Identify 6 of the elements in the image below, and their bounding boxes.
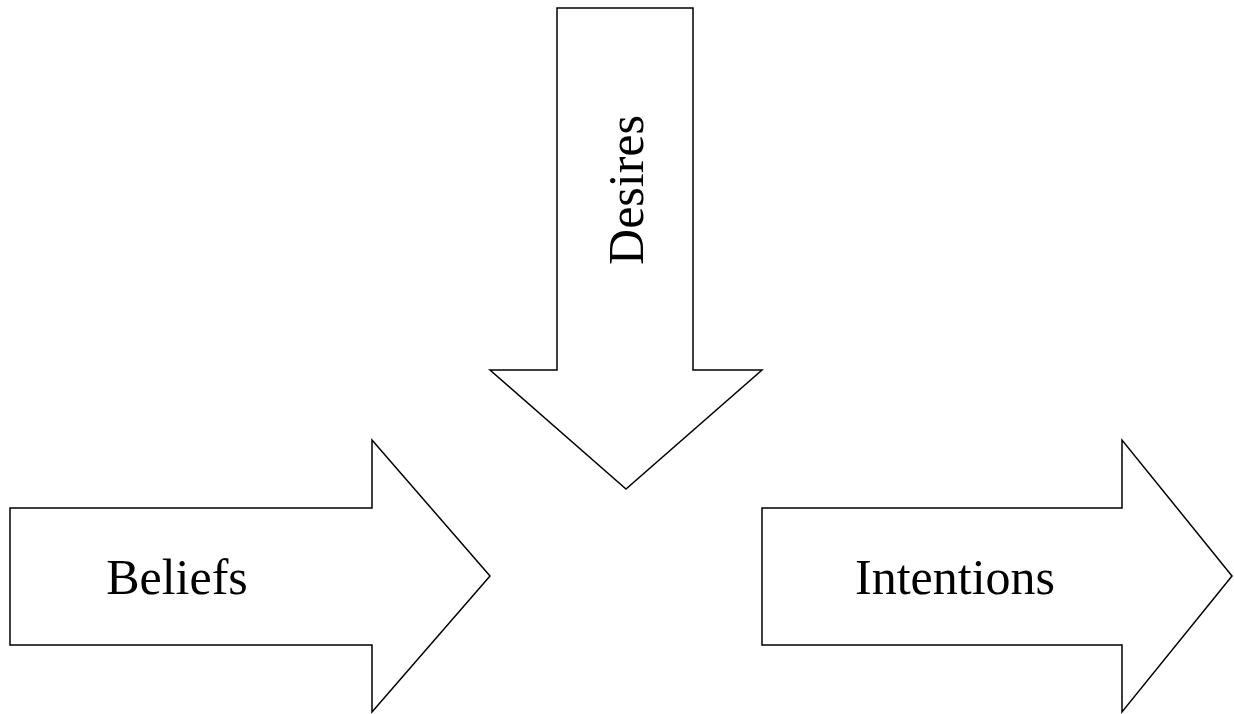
- arrow-label: Intentions: [855, 552, 1055, 602]
- arrow-label: Desires: [601, 115, 651, 265]
- arrow-label: Beliefs: [106, 552, 248, 602]
- block-arrow: [488, 7, 764, 490]
- block-arrow: [761, 437, 1233, 714]
- block-arrow: [9, 438, 491, 714]
